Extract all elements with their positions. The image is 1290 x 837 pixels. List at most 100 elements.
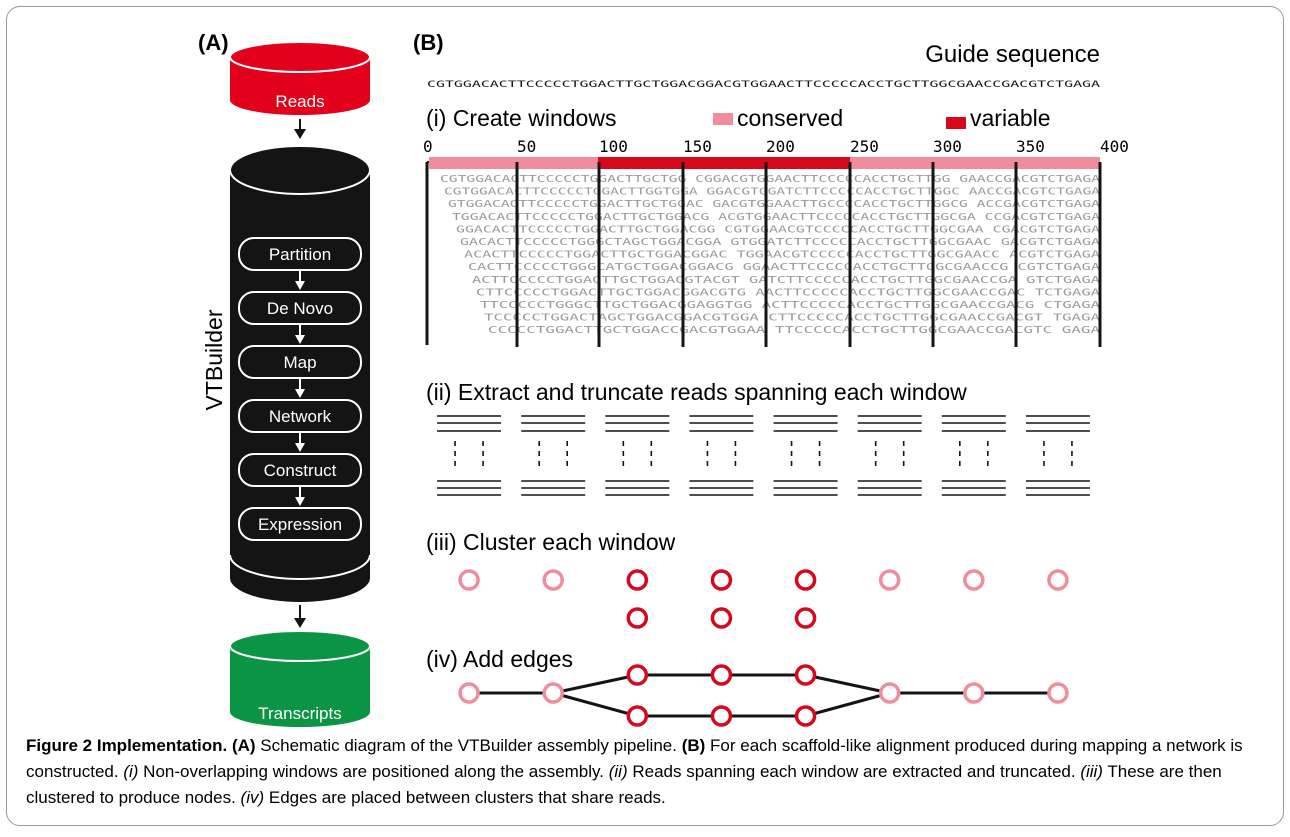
network-node-icon: [878, 682, 901, 704]
pipeline-step-label: De Novo: [267, 299, 333, 318]
pipeline-step-box: [238, 507, 362, 541]
caption-b-label: (B): [681, 736, 706, 755]
cluster-node-icon: [710, 569, 733, 591]
caption-b-text: For each scaffold-like alignment produce…: [26, 736, 1243, 781]
caption-i-text: Non-overlapping windows are positioned a…: [138, 762, 609, 781]
network-node-icon: [542, 682, 564, 704]
cluster-node-icon: [542, 569, 564, 591]
cluster-node-icon: [963, 569, 985, 591]
pipeline-step-label: Construct: [264, 461, 337, 480]
legend-conserved: conserved: [737, 105, 843, 131]
alignment-row: CTTCCCCCTGGACTTGCTGGACGGACGTG AACTTCCCCC…: [476, 287, 1100, 298]
caption-i-label: (i): [123, 762, 139, 781]
conserved-segment: [429, 157, 598, 169]
alignment-row: TGGACACTTCCCCCTGGACTTGCTGGACG ACGTGGAACT…: [452, 212, 1100, 223]
alignment-row: CCCCCTGGACTTGCTGGACCGACGTGGAA TTCCCCCACC…: [488, 325, 1100, 336]
alignment-row: GGACACTTCCCCCTGGACTTGCTGGACGG CGTGGAACGT…: [456, 224, 1100, 235]
cluster-node-icon: [878, 569, 901, 591]
read-alignment: CGTGGACACTTCCCCCTGGACTTGCTGG CGGACGTGGAA…: [440, 174, 1100, 336]
legend-variable: variable: [970, 105, 1051, 131]
window-dividers: [425, 162, 1102, 347]
axis-tick-label: 300: [933, 137, 962, 156]
axis-tick-label: 350: [1016, 137, 1045, 156]
network-node-icon: [794, 664, 817, 686]
cluster-node-icon: [710, 607, 733, 629]
network-edge: [805, 673, 891, 695]
variable-swatch: [946, 117, 966, 129]
axis-tick-label: 400: [1100, 137, 1129, 156]
pipeline-step-label: Partition: [269, 245, 331, 264]
reads-database-icon: [229, 41, 371, 115]
cluster-node-icon: [626, 607, 649, 629]
axis-tick-label: 200: [766, 137, 795, 156]
network-node-icon: [626, 664, 649, 686]
caption-ii-label: (ii): [608, 762, 628, 781]
cluster-node-icon: [458, 569, 480, 591]
window-bar: [429, 157, 1100, 169]
truncated-reads: [437, 415, 1090, 496]
caption-iv-label: (iv): [240, 788, 265, 807]
axis-tick-label: 50: [517, 137, 536, 156]
step-arrow-head-icon: [295, 497, 305, 506]
figure-frame: [6, 6, 1284, 826]
caption-title: Figure 2 Implementation.: [26, 736, 228, 755]
conserved-swatch: [713, 113, 733, 125]
network-edge: [552, 673, 638, 695]
alignment-row: ACACTTCCCCCTGGACTTGCTGGACGGAC TGGAACGTCC…: [464, 250, 1100, 261]
arrow-down-icon: [294, 119, 306, 139]
window-clusters: [458, 569, 1069, 629]
network-edge: [805, 691, 891, 718]
network-node-icon: [458, 682, 480, 704]
transcripts-database-icon: [229, 630, 371, 727]
alignment-row: ACTTCCCCCTGGACTTGCTGGACGTACGT GATCTTCCCC…: [472, 275, 1100, 286]
cluster-node-icon: [1047, 569, 1069, 591]
cluster-node-icon: [626, 569, 649, 591]
transcripts-label: Transcripts: [258, 704, 341, 723]
reads-label: Reads: [275, 92, 324, 111]
panel-a-label: (A): [198, 30, 229, 55]
network-node-icon: [626, 705, 649, 727]
arrow-down-icon: [294, 605, 306, 628]
cluster-node-icon: [794, 569, 817, 591]
caption-a-text: Schematic diagram of the VTBuilder assem…: [255, 736, 682, 755]
axis-tick-label: 250: [850, 137, 879, 156]
step-arrow-head-icon: [295, 389, 305, 398]
step-i-title: (i) Create windows: [426, 105, 616, 131]
axis-tick-label: 100: [599, 137, 628, 156]
figure-caption: Figure 2 Implementation. (A) Schematic d…: [26, 733, 1266, 811]
step-arrow-head-icon: [295, 281, 305, 290]
network-node-icon: [963, 682, 985, 704]
cluster-node-icon: [794, 607, 817, 629]
panel-b-label: (B): [413, 30, 444, 55]
alignment-row: TCCCCCTGGACTAGCTGGACGGACGTGGA CTTCCCCCAC…: [484, 313, 1100, 324]
alignment-row: CGTGGACACTTCCCCCTGGACTTGCTGG CGGACGTGGAA…: [440, 174, 1100, 185]
variable-segment: [598, 157, 850, 169]
axis-tick-label: 150: [683, 137, 712, 156]
guide-sequence: CGTGGACACTTCCCCCTGGACTTGCTGGACGGACGTGGAA…: [427, 80, 1101, 90]
pipeline-step-label: Expression: [258, 515, 342, 534]
network-node-icon: [1047, 682, 1069, 704]
pipeline-step-label: Map: [283, 353, 316, 372]
step-arrow-head-icon: [295, 443, 305, 452]
network-node-icon: [710, 664, 733, 686]
vtbuilder-label: VTBuilder: [201, 309, 227, 410]
caption-iv-text: Edges are placed between clusters that s…: [264, 788, 666, 807]
caption-iii-label: (iii): [1080, 762, 1103, 781]
step-ii-title: (ii) Extract and truncate reads spanning…: [426, 379, 967, 405]
alignment-row: GTGGACACTTCCCCCTGGACTTGCTGGAC GACGTGGAAC…: [448, 199, 1100, 210]
alignment-row: CGTGGACACTTCCCCCTGGACTTGGTGGA GGACGTGGAT…: [444, 187, 1100, 198]
step-arrow-head-icon: [295, 335, 305, 344]
network-node-icon: [710, 705, 733, 727]
conserved-segment: [850, 157, 1100, 169]
network-edge: [552, 691, 638, 718]
caption-a-label: (A): [231, 736, 256, 755]
alignment-row: GACACTTCCCCCTGGGCTAGCTGGACGGA GTGGATCTTC…: [460, 237, 1100, 248]
cluster-network: [458, 664, 1069, 727]
guide-sequence-title: Guide sequence: [925, 41, 1100, 68]
caption-iii-text: These are then clustered to produce node…: [26, 762, 1222, 807]
step-iv-title: (iv) Add edges: [426, 646, 573, 672]
alignment-row: CACTTCCCCCTGGGCATGCTGGACGGACG GGAACTTCCC…: [468, 262, 1100, 273]
caption-ii-text: Reads spanning each window are extracted…: [627, 762, 1081, 781]
